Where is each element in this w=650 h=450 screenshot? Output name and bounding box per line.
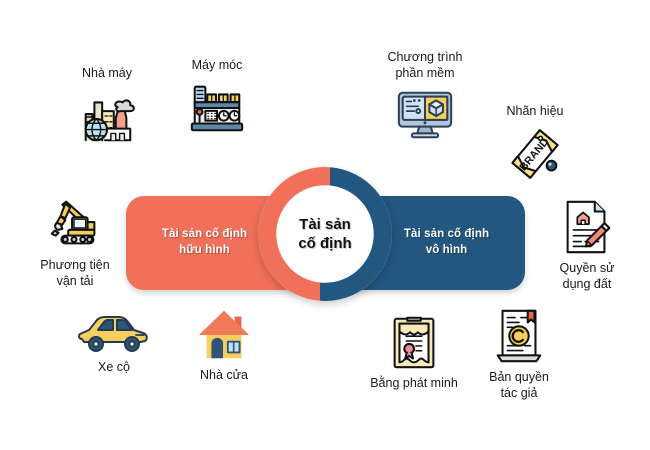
node-may-moc: Máy móc [158, 58, 276, 139]
branch-intangible-line1: Tài sản cố định [403, 228, 490, 241]
house-icon [193, 303, 255, 365]
node-ban-quyen: Bản quyền tác giả [460, 305, 578, 401]
donut-arc-intangible [320, 167, 392, 301]
node-quyen-su-dung-label: Quyền sử dụng đất [559, 261, 615, 291]
node-nha-may: Nhà máy [48, 66, 166, 147]
branch-tangible-line1: Tài sản cố định [161, 228, 248, 241]
node-phan-mem: Chương trình phần mềm [366, 50, 484, 146]
copyright-icon [488, 305, 550, 367]
land-deed-icon [556, 196, 618, 258]
branch-intangible-line2: vô hình [425, 244, 468, 256]
node-nhan-hieu-label: Nhãn hiệu [506, 104, 564, 118]
node-xe-co-label: Xe cộ [98, 360, 130, 374]
node-quyen-su-dung: Quyền sử dụng đất [528, 196, 646, 292]
node-nha-cua: Nhà cửa [165, 303, 283, 384]
branch-tangible-line2: hữu hình [179, 244, 230, 256]
excavator-icon [44, 193, 106, 255]
car-icon [74, 305, 154, 357]
node-phuong-tien: Phương tiện vận tải [16, 193, 134, 289]
patent-icon [383, 311, 445, 373]
node-phuong-tien-label: Phương tiện vận tải [40, 258, 110, 288]
node-nha-may-label: Nhà máy [81, 66, 133, 80]
node-phan-mem-label: Chương trình phần mềm [387, 50, 463, 80]
brand-tag-icon: BRAND [504, 123, 566, 185]
machinery-icon [186, 77, 248, 139]
center-donut: Tài sản cố định [252, 161, 398, 307]
node-bang-phat-minh-label: Bằng phát minh [370, 376, 458, 390]
node-bang-phat-minh: Bằng phát minh [355, 311, 473, 392]
factory-icon [76, 85, 138, 147]
donut-arc-tangible [258, 167, 330, 301]
software-icon [394, 84, 456, 146]
node-nhan-hieu: Nhãn hiệu BRAND [476, 104, 594, 185]
node-may-moc-label: Máy móc [191, 58, 243, 72]
node-nha-cua-label: Nhà cửa [200, 368, 248, 382]
node-xe-co: Xe cộ [55, 305, 173, 376]
node-ban-quyen-label: Bản quyền tác giả [489, 370, 549, 400]
